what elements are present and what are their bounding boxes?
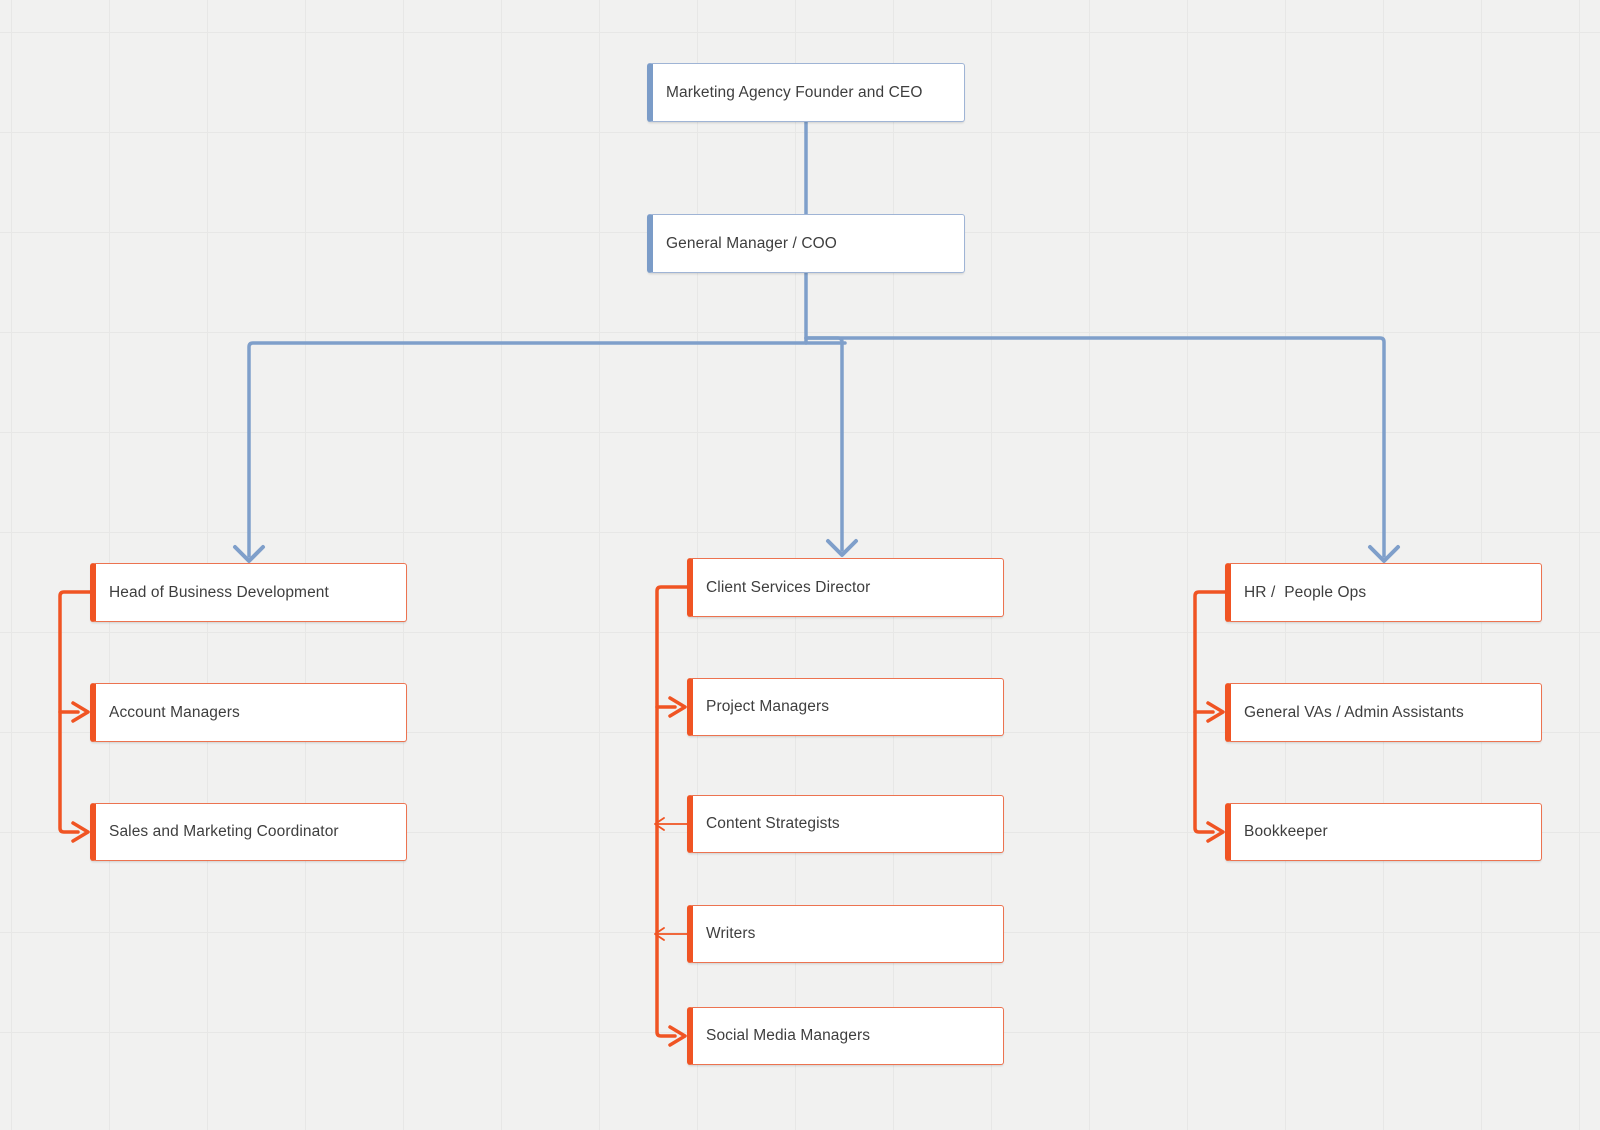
node-account-managers[interactable]: Account Managers [90,683,407,742]
arrowhead-left-cs [654,817,665,831]
arrowhead-down-hbd [233,545,265,563]
node-marketing-agency-founder-and-ceo[interactable]: Marketing Agency Founder and CEO [647,63,965,122]
arrowhead-right-smm [668,1025,687,1047]
connector-csd-to-children[interactable] [655,585,689,1047]
node-project-managers[interactable]: Project Managers [687,678,1004,736]
node-label: Head of Business Development [109,583,329,601]
node-label: Client Services Director [706,578,871,596]
node-label: Sales and Marketing Coordinator [109,823,339,840]
node-label: Bookkeeper [1244,823,1328,840]
arrowhead-right-pm [668,696,687,718]
node-writers[interactable]: Writers [687,905,1004,963]
node-sales-and-marketing-coordinator[interactable]: Sales and Marketing Coordinator [90,803,407,861]
connector-gm-to-hbd[interactable] [233,341,847,563]
arrowhead-right-am [71,701,90,723]
connector-wr-to-csd[interactable] [654,927,688,941]
node-bookkeeper[interactable]: Bookkeeper [1225,803,1542,861]
arrowhead-right-gva [1206,701,1225,723]
connector-cs-to-csd[interactable] [654,817,688,831]
node-general-vas-admin-assistants[interactable]: General VAs / Admin Assistants [1225,683,1542,742]
node-hr-people-ops[interactable]: HR / People Ops [1225,563,1542,622]
arrowhead-right-smc [71,821,90,843]
arrowhead-left-wr [654,927,665,941]
node-label: Content Strategists [706,815,840,832]
connector-gm-to-hr[interactable] [804,336,1400,563]
node-social-media-managers[interactable]: Social Media Managers [687,1007,1004,1065]
node-label: HR / People Ops [1244,583,1367,601]
node-general-manager-coo[interactable]: General Manager / COO [647,214,965,273]
connector-gm-to-csd[interactable] [804,336,858,557]
node-label: Account Managers [109,703,240,721]
node-client-services-director[interactable]: Client Services Director [687,558,1004,617]
connector-hbd-to-children[interactable] [58,590,92,843]
arrowhead-right-bk [1206,821,1225,843]
arrowhead-down-hr [1368,545,1400,563]
node-label: Social Media Managers [706,1027,871,1044]
connector-hr-to-children[interactable] [1193,590,1227,843]
node-label: General VAs / Admin Assistants [1244,703,1464,721]
node-label: Marketing Agency Founder and CEO [666,83,923,101]
node-content-strategists[interactable]: Content Strategists [687,795,1004,853]
arrowhead-down-csd [826,539,858,557]
node-head-of-business-development[interactable]: Head of Business Development [90,563,407,622]
node-label: Writers [706,925,756,942]
node-label: Project Managers [706,698,830,715]
node-label: General Manager / COO [666,234,837,252]
